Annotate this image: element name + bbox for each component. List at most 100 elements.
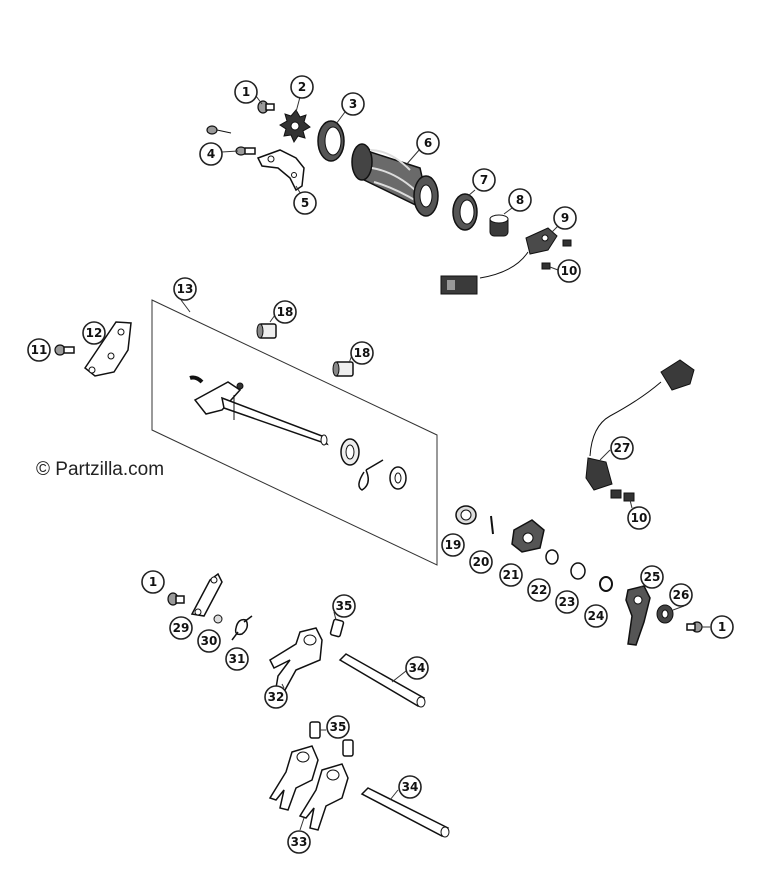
part-18-bushing-lower — [332, 361, 354, 377]
callout-label: 8 — [516, 193, 524, 207]
callout-33[interactable]: 33 — [287, 830, 311, 854]
callout-label: 18 — [354, 346, 371, 360]
part-10-screw-top — [541, 239, 572, 270]
callout-23[interactable]: 23 — [555, 590, 579, 614]
callout-label: 25 — [644, 570, 661, 584]
callout-7[interactable]: 7 — [472, 168, 496, 192]
callout-2[interactable]: 2 — [290, 75, 314, 99]
callout-label: 18 — [277, 305, 294, 319]
callout-9[interactable]: 9 — [553, 206, 577, 230]
part-9-sensor — [440, 227, 558, 295]
part-35-pin-upper — [329, 618, 345, 638]
part-23-ring — [570, 562, 586, 580]
part-1-screw-right — [686, 621, 703, 633]
callout-label: 34 — [402, 780, 419, 794]
part-6-shift-drum — [351, 143, 439, 217]
callout-label: 10 — [561, 264, 578, 278]
callout-label: 24 — [588, 609, 605, 623]
callout-35-lower[interactable]: 35 — [326, 715, 350, 739]
part-22-ring — [545, 549, 559, 565]
callout-label: 27 — [614, 441, 631, 455]
callout-31[interactable]: 31 — [225, 647, 249, 671]
callout-label: 11 — [31, 343, 48, 357]
callout-26[interactable]: 26 — [669, 583, 693, 607]
callout-24[interactable]: 24 — [584, 604, 608, 628]
callout-label: 3 — [349, 97, 357, 111]
part-3-ring — [317, 120, 345, 162]
callout-label: 1 — [149, 575, 157, 589]
callout-10-lower[interactable]: 10 — [627, 506, 651, 530]
part-5-lever — [256, 149, 305, 192]
callout-label: 9 — [561, 211, 569, 225]
part-12-bracket — [83, 321, 132, 377]
callout-label: 13 — [177, 282, 194, 296]
callout-30[interactable]: 30 — [197, 629, 221, 653]
callout-35-upper[interactable]: 35 — [332, 594, 356, 618]
callout-label: 4 — [207, 147, 215, 161]
callout-4[interactable]: 4 — [199, 142, 223, 166]
callout-12[interactable]: 12 — [82, 321, 106, 345]
callout-13[interactable]: 13 — [173, 277, 197, 301]
callout-27[interactable]: 27 — [610, 436, 634, 460]
callout-29[interactable]: 29 — [169, 616, 193, 640]
callout-label: 32 — [268, 690, 285, 704]
part-1-screw-left — [167, 592, 185, 606]
callout-label: 29 — [173, 621, 190, 635]
callout-8[interactable]: 8 — [508, 188, 532, 212]
part-1-screw-top — [257, 100, 275, 114]
callout-label: 22 — [531, 583, 548, 597]
part-8-cap — [489, 214, 509, 237]
part-21-shift-plate — [511, 519, 545, 553]
callout-label: 1 — [242, 85, 250, 99]
part-29-lever — [190, 572, 223, 617]
callout-5[interactable]: 5 — [293, 191, 317, 215]
part-4-screw — [206, 125, 256, 156]
callout-11[interactable]: 11 — [27, 338, 51, 362]
callout-1-left[interactable]: 1 — [141, 570, 165, 594]
callout-10-top[interactable]: 10 — [557, 259, 581, 283]
part-35-pin-lower-b — [342, 739, 354, 757]
callout-label: 21 — [503, 568, 520, 582]
shift-shaft — [189, 375, 407, 491]
callout-label: 31 — [229, 652, 246, 666]
watermark-text: © Partzilla.com — [36, 459, 165, 480]
callout-18-upper[interactable]: 18 — [273, 300, 297, 324]
callout-label: 2 — [298, 80, 306, 94]
callout-1-top[interactable]: 1 — [234, 80, 258, 104]
callout-label: 20 — [473, 555, 490, 569]
leader-lines — [180, 95, 710, 831]
part-27-gear-sensor — [585, 359, 695, 491]
callout-label: 19 — [445, 538, 462, 552]
callout-label: 35 — [330, 720, 347, 734]
callout-label: 5 — [301, 196, 309, 210]
callout-label: 12 — [86, 326, 103, 340]
part-7-ring — [452, 193, 478, 231]
callout-32[interactable]: 32 — [264, 685, 288, 709]
callout-label: 26 — [673, 588, 690, 602]
callout-1-right[interactable]: 1 — [710, 615, 734, 639]
part-32-shift-fork — [269, 627, 323, 691]
callout-label: 33 — [291, 835, 308, 849]
callout-34-lower[interactable]: 34 — [398, 775, 422, 799]
part-2-star-wheel — [279, 109, 311, 144]
callout-label: 30 — [201, 634, 218, 648]
callout-22[interactable]: 22 — [527, 578, 551, 602]
part-10-screw-lower — [610, 489, 635, 502]
part-13-kit-frame — [151, 299, 438, 566]
callout-label: 7 — [480, 173, 488, 187]
part-34-rod-upper — [338, 653, 426, 708]
callout-20[interactable]: 20 — [469, 550, 493, 574]
callout-18-lower[interactable]: 18 — [350, 341, 374, 365]
part-30-washer — [213, 614, 223, 624]
callout-label: 6 — [424, 136, 432, 150]
callout-25[interactable]: 25 — [640, 565, 664, 589]
callout-19[interactable]: 19 — [441, 533, 465, 557]
callout-3[interactable]: 3 — [341, 92, 365, 116]
callout-21[interactable]: 21 — [499, 563, 523, 587]
part-19-seal — [455, 505, 477, 525]
callout-6[interactable]: 6 — [416, 131, 440, 155]
part-20-pin — [490, 515, 494, 535]
callout-34-upper[interactable]: 34 — [405, 656, 429, 680]
